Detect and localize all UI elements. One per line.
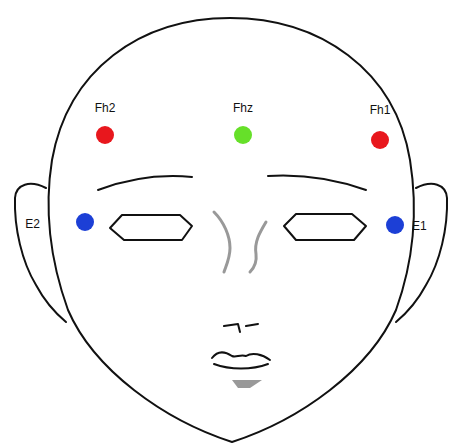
nose-right: [250, 222, 266, 272]
head-outline: [49, 18, 414, 442]
electrode-label: E1: [412, 219, 427, 233]
electrode-dot: [234, 126, 252, 144]
mouth: [212, 353, 270, 361]
electrode-dot: [76, 213, 94, 231]
electrode-label: E2: [25, 217, 40, 231]
upper-lip: [224, 324, 258, 332]
electrode-label: Fh1: [370, 103, 391, 117]
right-eyebrow: [268, 176, 366, 190]
electrode-dot: [96, 126, 114, 144]
electrode-label: Fh2: [95, 101, 116, 115]
chin-shadow: [232, 380, 262, 388]
electrode-label: Fhz: [233, 101, 253, 115]
right-eye: [284, 214, 366, 240]
lower-lip: [214, 364, 268, 369]
nose-left: [214, 212, 230, 272]
electrode-dot: [371, 131, 389, 149]
electrode-dot: [386, 216, 404, 234]
left-eye: [110, 215, 192, 240]
left-eyebrow: [98, 176, 192, 190]
